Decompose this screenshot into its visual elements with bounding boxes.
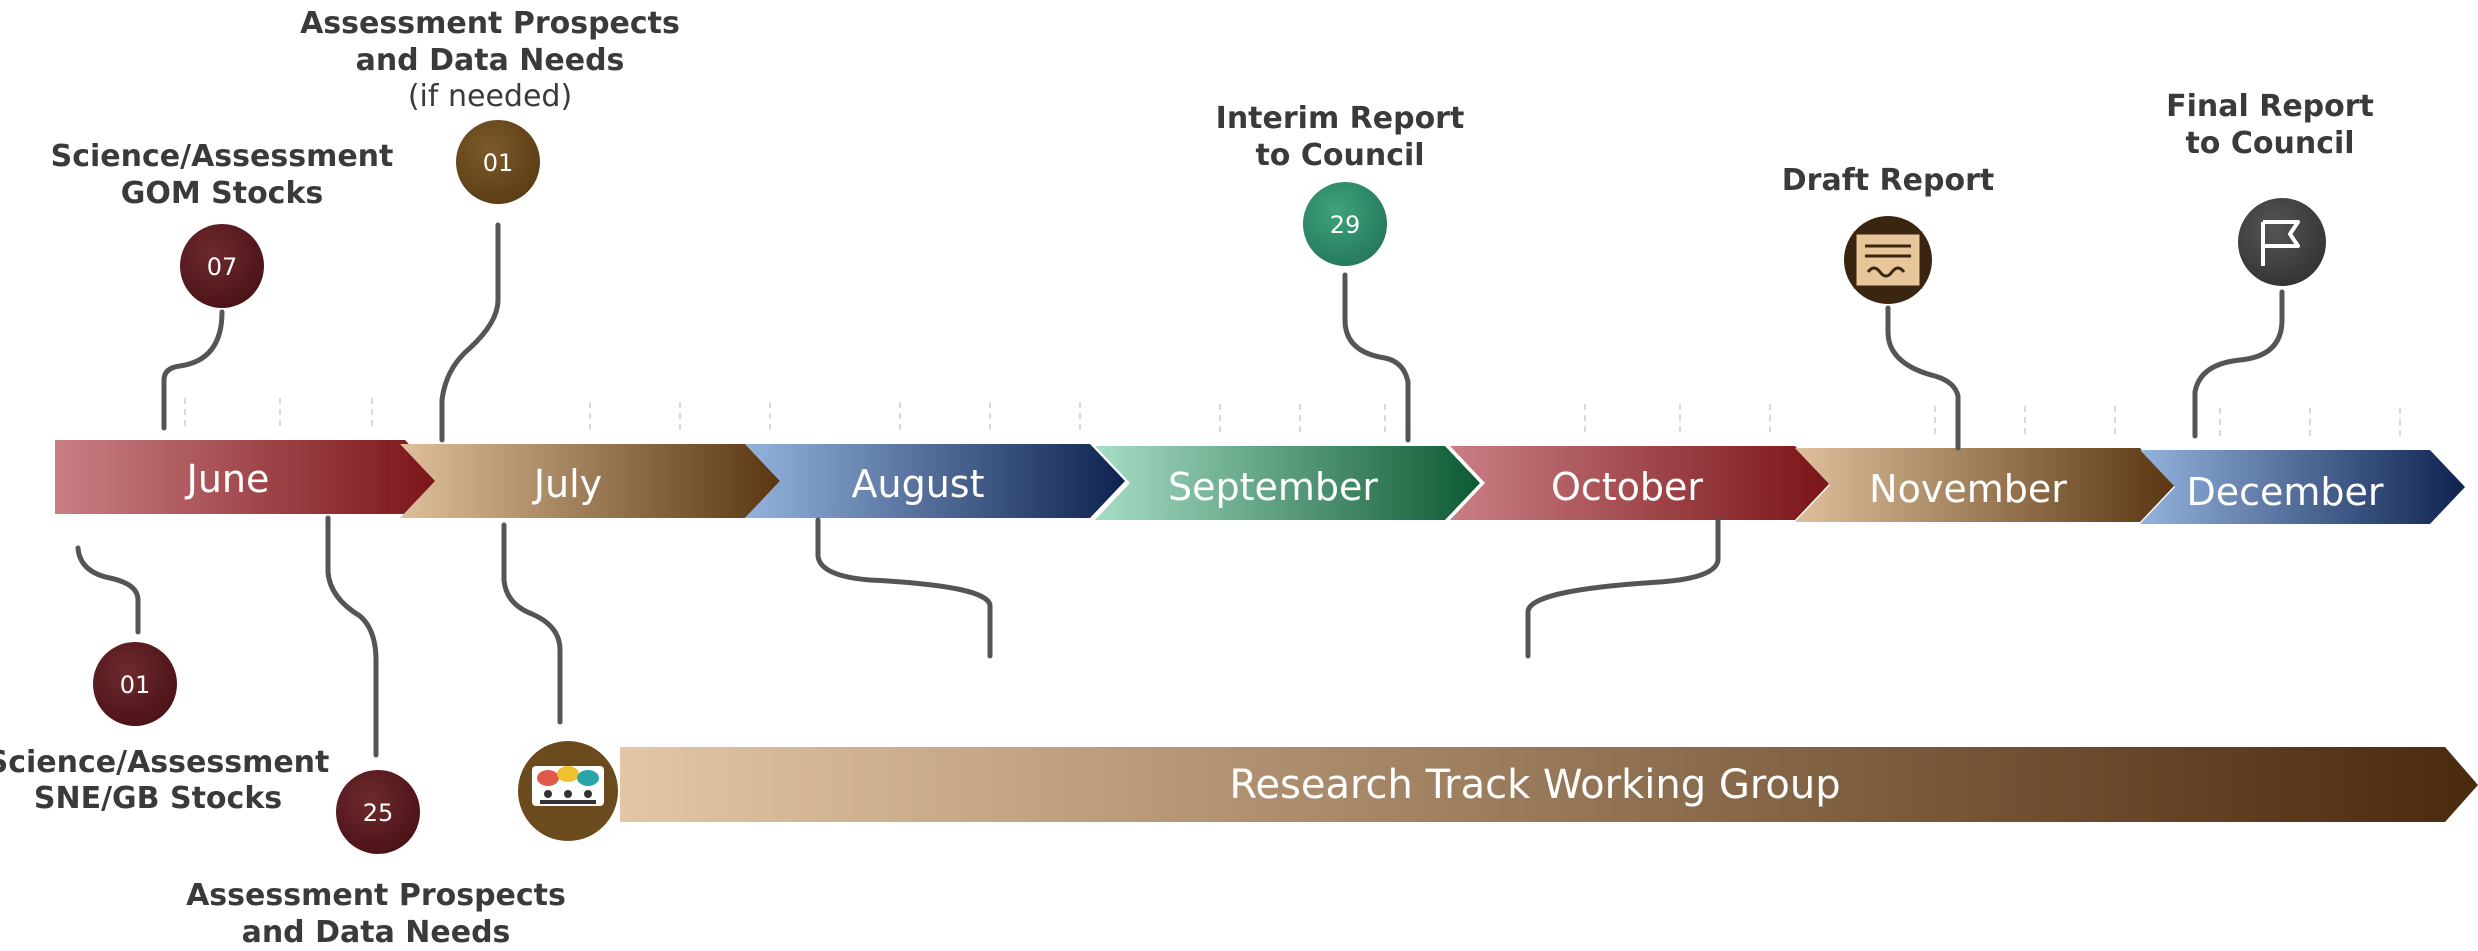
connectors-top [161, 222, 2285, 451]
milestone-interim: 29 Interim Report to Council [1216, 101, 1465, 266]
milestone-label-sne-2: SNE/GB Stocks [34, 781, 282, 816]
workgroup-chevron [620, 747, 2478, 822]
chevron-september [1095, 446, 1480, 520]
milestone-dot-prospects-bottom [336, 770, 420, 854]
chevron-december [2140, 450, 2465, 524]
month-label-august: August [852, 462, 985, 506]
meeting-icon-bubble-teal [577, 770, 599, 786]
meeting-icon-person-3 [584, 790, 592, 798]
chevron-june [55, 440, 440, 514]
meeting-icon-bubble-red [537, 770, 559, 786]
milestone-prospects-bottom: 25 Assessment Prospects and Data Needs [186, 770, 566, 950]
milestone-day-prospects-top: 01 [483, 149, 514, 177]
milestone-label-prospects-bottom-2: and Data Needs [242, 915, 511, 950]
milestone-sne: 01 Science/Assessment SNE/GB Stocks [0, 642, 329, 816]
milestone-label-final-1: Final Report [2166, 89, 2374, 124]
connectors-bottom [75, 515, 1721, 758]
document-icon-signature [1866, 266, 1906, 278]
milestone-draft: Draft Report [1782, 163, 1994, 304]
workgroup-label: Research Track Working Group [1229, 762, 1840, 808]
milestone-day-gom: 07 [207, 253, 238, 281]
month-bar: June July August September October Novem… [55, 440, 2465, 524]
milestone-dot-gom [180, 224, 264, 308]
meeting-icon-person-1 [544, 790, 552, 798]
milestone-label-final-2: to Council [2185, 126, 2354, 161]
month-label-september: September [1168, 465, 1378, 509]
flag-icon-banner [2263, 220, 2300, 248]
document-icon-page [1853, 231, 1923, 289]
milestone-label-sne-1: Science/Assessment [0, 745, 329, 780]
milestone-label-interim-2: to Council [1255, 138, 1424, 173]
milestone-prospects-top: 01 Assessment Prospects and Data Needs (… [300, 6, 680, 204]
milestone-dot-prospects-top [456, 120, 540, 204]
chevron-august [745, 444, 1125, 518]
milestone-day-interim: 29 [1330, 211, 1361, 239]
chevron-october [1450, 446, 1830, 520]
month-label-october: October [1551, 465, 1703, 509]
month-label-june: June [185, 457, 270, 501]
chevron-november [1795, 448, 2175, 522]
tick-marks [184, 398, 2401, 440]
milestone-label-prospects-bottom-1: Assessment Prospects [186, 878, 566, 913]
month-label-december: December [2186, 470, 2383, 514]
milestone-day-sne: 01 [120, 671, 151, 699]
milestone-label-draft: Draft Report [1782, 163, 1994, 198]
milestone-label-interim-1: Interim Report [1216, 101, 1465, 136]
meeting-icon-table [540, 800, 596, 804]
chevron-july [400, 444, 780, 518]
milestone-dot-interim [1303, 182, 1387, 266]
milestone-final: Final Report to Council [2166, 89, 2374, 286]
milestone-label-gom-1: Science/Assessment [51, 139, 394, 174]
milestone-dot-sne [93, 642, 177, 726]
milestone-label-prospects-top-3: (if needed) [408, 79, 572, 114]
milestone-day-prospects-bottom: 25 [363, 799, 394, 827]
milestone-label-prospects-top-2: and Data Needs [356, 43, 625, 78]
month-label-november: November [1869, 467, 2067, 511]
meeting-icon-bubble-yellow [557, 766, 579, 782]
milestone-label-gom-2: GOM Stocks [121, 176, 324, 211]
workgroup-bar: Research Track Working Group [518, 741, 2478, 841]
milestone-label-prospects-top-1: Assessment Prospects [300, 6, 680, 41]
meeting-icon-person-2 [564, 790, 572, 798]
month-label-july: July [532, 462, 602, 506]
flag-icon [2238, 198, 2326, 286]
milestone-gom: 07 Science/Assessment GOM Stocks [51, 139, 394, 308]
